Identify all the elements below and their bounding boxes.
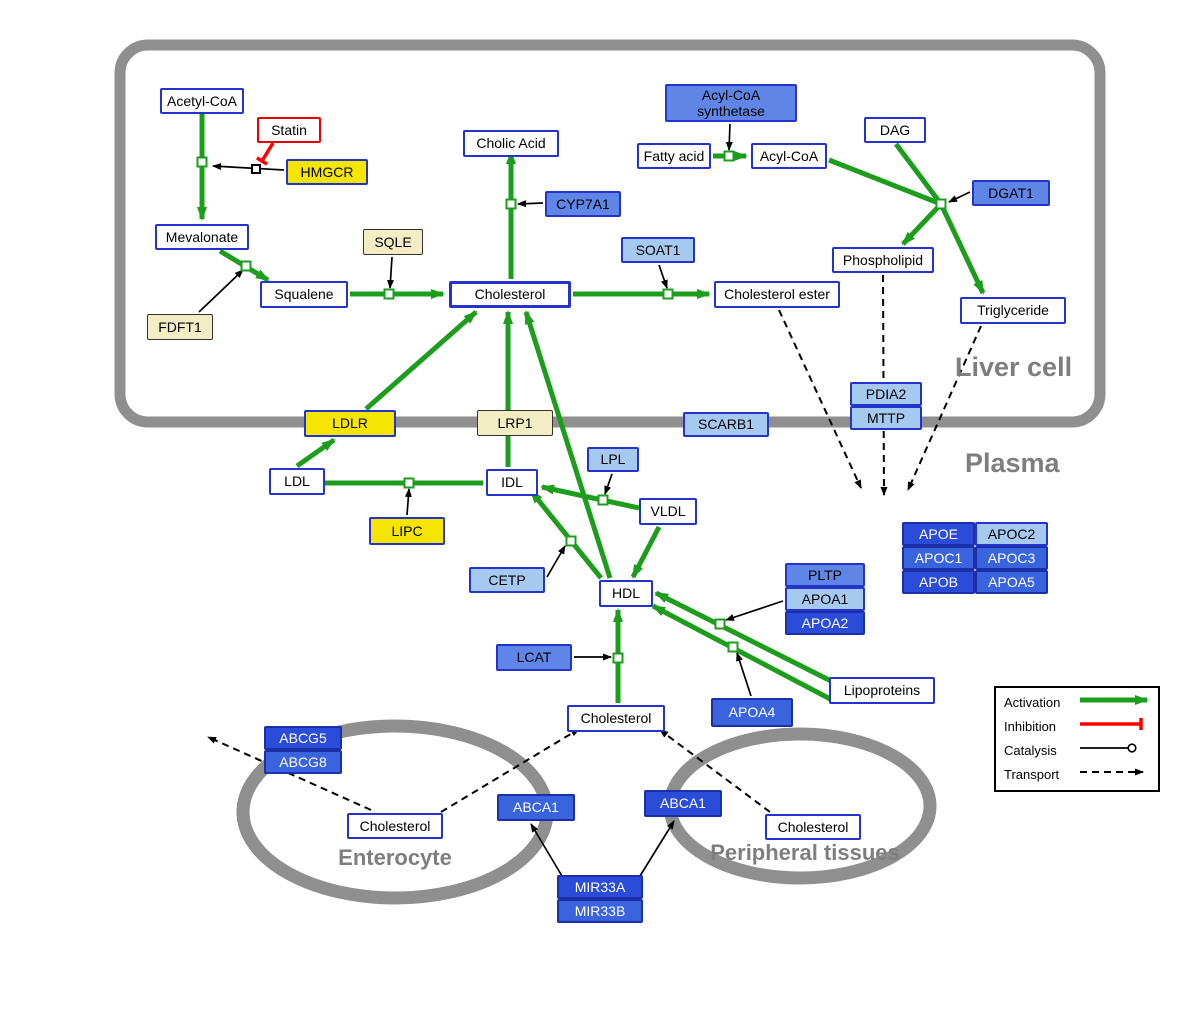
- node-acyl-coa-synthetase[interactable]: Acyl-CoA synthetase: [665, 84, 797, 122]
- legend-row-catalysis: Catalysis: [996, 738, 1158, 762]
- node-phospholipid[interactable]: Phospholipid: [832, 247, 934, 273]
- node-abcg5[interactable]: ABCG5: [264, 726, 342, 750]
- node-idl[interactable]: IDL: [486, 469, 538, 496]
- node-apoa1[interactable]: APOA1: [785, 587, 865, 611]
- node-cholesterol-ester[interactable]: Cholesterol ester: [714, 281, 840, 308]
- node-ldl[interactable]: LDL: [269, 468, 325, 495]
- node-mir33a[interactable]: MIR33A: [557, 875, 643, 899]
- node-dag[interactable]: DAG: [864, 117, 926, 143]
- node-lcat[interactable]: LCAT: [496, 644, 572, 671]
- node-mevalonate[interactable]: Mevalonate: [155, 224, 249, 250]
- node-cholesterol-peripheral[interactable]: Cholesterol: [765, 814, 861, 840]
- node-pltp[interactable]: PLTP: [785, 563, 865, 587]
- node-lpl[interactable]: LPL: [587, 447, 639, 472]
- node-cholesterol-liver[interactable]: Cholesterol: [449, 281, 571, 308]
- peripheral-tissues-label: Peripheral tissues: [710, 840, 900, 865]
- node-apoc3[interactable]: APOC3: [975, 546, 1048, 570]
- node-apoa5[interactable]: APOA5: [975, 570, 1048, 594]
- node-lipc[interactable]: LIPC: [369, 517, 445, 545]
- node-acyl-coa[interactable]: Acyl-CoA: [751, 143, 827, 169]
- liver-cell-label: Liver cell: [955, 352, 1073, 382]
- node-soat1[interactable]: SOAT1: [621, 237, 695, 263]
- node-scarb1[interactable]: SCARB1: [683, 412, 769, 437]
- node-lipoproteins[interactable]: Lipoproteins: [829, 677, 935, 704]
- node-acetyl-coa[interactable]: Acetyl-CoA: [160, 88, 244, 114]
- legend-label-activation: Activation: [1004, 694, 1061, 710]
- node-apoa4[interactable]: APOA4: [711, 698, 793, 727]
- node-apoe[interactable]: APOE: [902, 522, 975, 546]
- node-mttp[interactable]: MTTP: [850, 406, 922, 430]
- node-cholesterol-enterocyte[interactable]: Cholesterol: [347, 813, 443, 839]
- node-cetp[interactable]: CETP: [469, 567, 545, 593]
- node-hdl[interactable]: HDL: [599, 580, 653, 607]
- node-dgat1[interactable]: DGAT1: [972, 180, 1050, 206]
- node-statin[interactable]: Statin: [257, 117, 321, 143]
- node-apoa2[interactable]: APOA2: [785, 611, 865, 635]
- node-cholic-acid[interactable]: Cholic Acid: [463, 130, 559, 157]
- node-hmgcr[interactable]: HMGCR: [286, 159, 368, 185]
- node-pdia2[interactable]: PDIA2: [850, 382, 922, 406]
- node-triglyceride[interactable]: Triglyceride: [960, 297, 1066, 324]
- node-cyp7a1[interactable]: CYP7A1: [545, 191, 621, 217]
- node-mir33b[interactable]: MIR33B: [557, 899, 643, 923]
- node-ldlr[interactable]: LDLR: [304, 410, 396, 437]
- legend-label-inhibition: Inhibition: [1004, 718, 1057, 734]
- legend-row-activation: Activation: [996, 690, 1158, 714]
- node-cholesterol-plasma[interactable]: Cholesterol: [567, 705, 665, 732]
- node-abca1-enterocyte[interactable]: ABCA1: [497, 794, 575, 821]
- node-fdft1[interactable]: FDFT1: [147, 314, 213, 340]
- plasma-label: Plasma: [965, 448, 1060, 478]
- legend: Activation Inhibition Catalysis Transpor…: [994, 686, 1160, 792]
- node-apoc1[interactable]: APOC1: [902, 546, 975, 570]
- legend-label-catalysis: Catalysis: [1004, 742, 1057, 758]
- legend-label-transport: Transport: [1004, 766, 1060, 782]
- node-fatty-acid[interactable]: Fatty acid: [637, 143, 711, 169]
- node-vldl[interactable]: VLDL: [639, 498, 697, 525]
- node-abcg8[interactable]: ABCG8: [264, 750, 342, 774]
- node-apob[interactable]: APOB: [902, 570, 975, 594]
- node-lrp1[interactable]: LRP1: [477, 410, 553, 436]
- legend-row-inhibition: Inhibition: [996, 714, 1158, 738]
- legend-row-transport: Transport: [996, 762, 1158, 786]
- node-apoc2[interactable]: APOC2: [975, 522, 1048, 546]
- node-squalene[interactable]: Squalene: [260, 281, 348, 308]
- enterocyte-label: Enterocyte: [338, 845, 452, 870]
- node-abca1-peripheral[interactable]: ABCA1: [644, 790, 722, 817]
- node-sqle[interactable]: SQLE: [363, 229, 423, 255]
